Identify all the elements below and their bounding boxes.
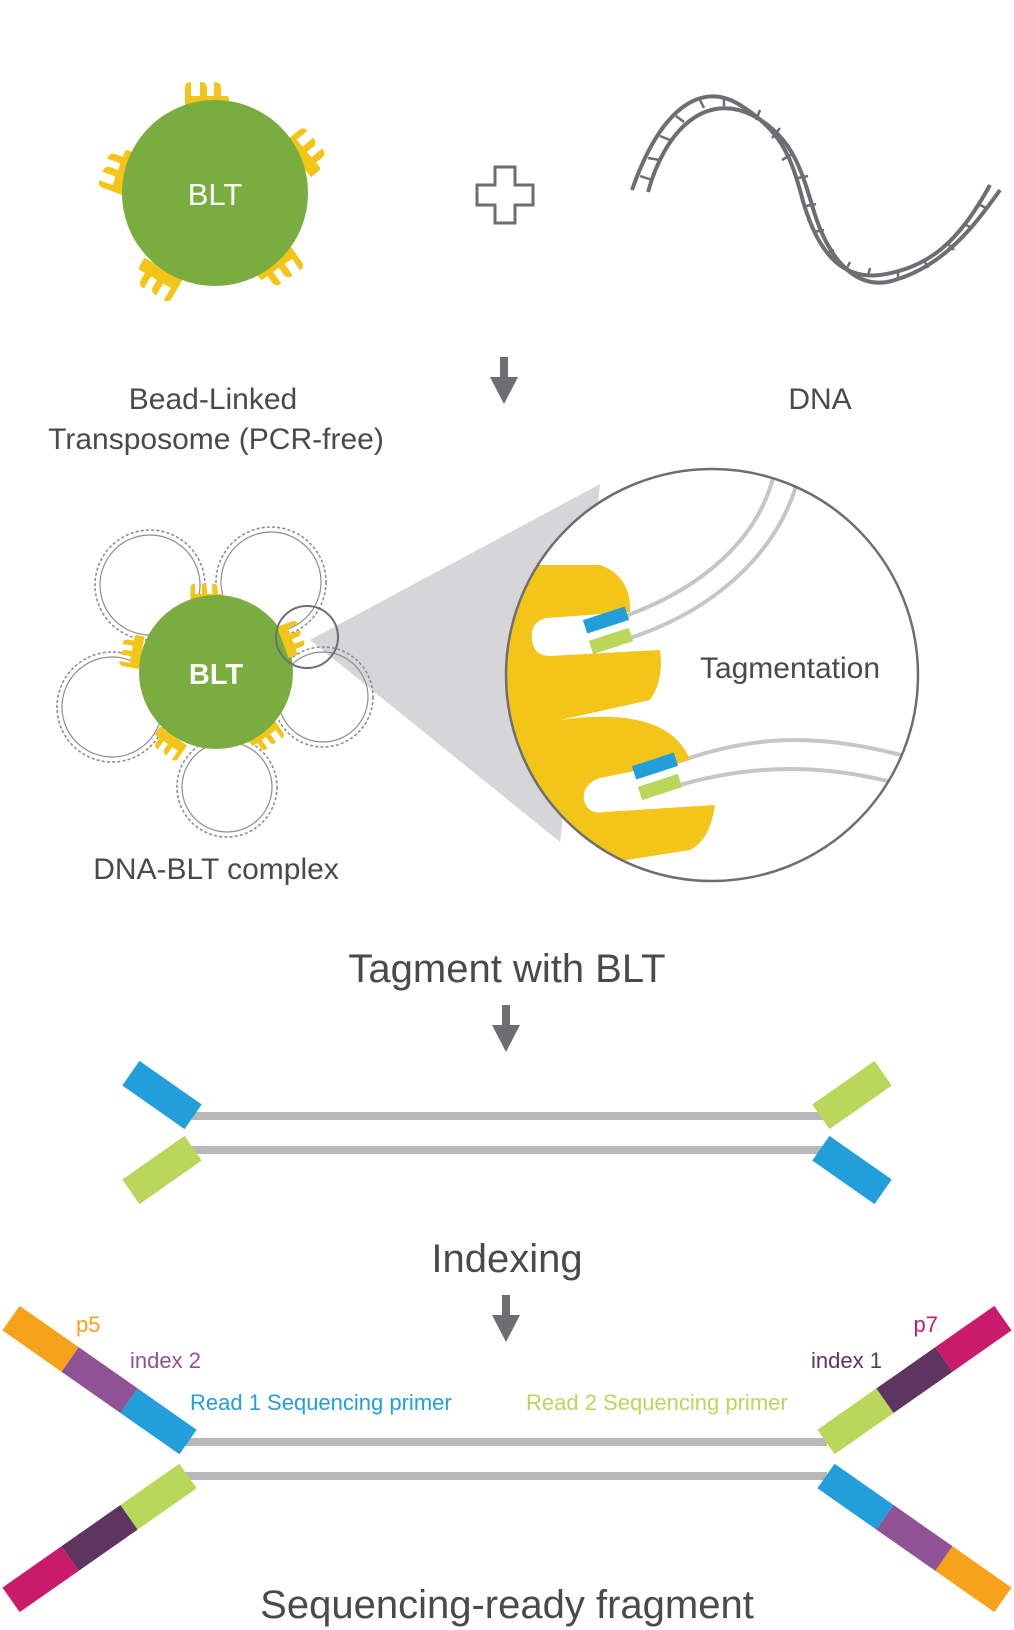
dna-helix-icon [630, 94, 1002, 285]
plus-icon [475, 165, 535, 225]
adapter-green [122, 1135, 202, 1205]
read2-label: Read 2 Sequencing primer [526, 1390, 788, 1415]
bead-caption-line2: Transposome (PCR-free) [48, 423, 384, 456]
sequencing-ready-fragment [2, 1305, 1012, 1613]
down-arrow-icon [492, 1295, 520, 1342]
adapter-blue [812, 1135, 892, 1205]
indexing-title: Indexing [431, 1237, 582, 1281]
p5-segment [2, 1305, 79, 1372]
tagmentation-zoom: Tagmentation [504, 467, 920, 883]
read2-segment [817, 1388, 894, 1455]
magnifier-circle-icon [275, 605, 339, 669]
dna-blt-complex: BLT [56, 526, 374, 838]
p5-label: p5 [76, 1312, 100, 1337]
dna-caption: DNA [788, 383, 851, 416]
bead-caption-line1: Bead-Linked [129, 383, 297, 416]
index1-label: index 1 [811, 1348, 882, 1373]
read1-segment [120, 1388, 197, 1455]
adapter-blue [122, 1060, 202, 1130]
bead-label: BLT [188, 177, 243, 212]
blt-bead: BLT [97, 82, 332, 304]
tagment-title: Tagment with BLT [348, 947, 665, 991]
p7-segment [935, 1305, 1012, 1372]
bead-circle [122, 100, 308, 286]
bead-circle [139, 595, 293, 749]
index2-label: index 2 [130, 1348, 201, 1373]
tagmented-fragment [122, 1060, 892, 1205]
tagmentation-label: Tagmentation [700, 652, 880, 685]
index2-segment [61, 1347, 138, 1413]
down-arrow-icon [490, 357, 518, 404]
down-arrow-icon [492, 1005, 520, 1052]
p7-label: p7 [914, 1312, 938, 1337]
fragment-title: Sequencing-ready fragment [260, 1583, 754, 1627]
complex-caption: DNA-BLT complex [93, 853, 339, 886]
adapter-green [812, 1060, 892, 1130]
read1-label: Read 1 Sequencing primer [190, 1390, 452, 1415]
complex-bead-label: BLT [189, 659, 244, 691]
index1-segment [876, 1347, 953, 1413]
